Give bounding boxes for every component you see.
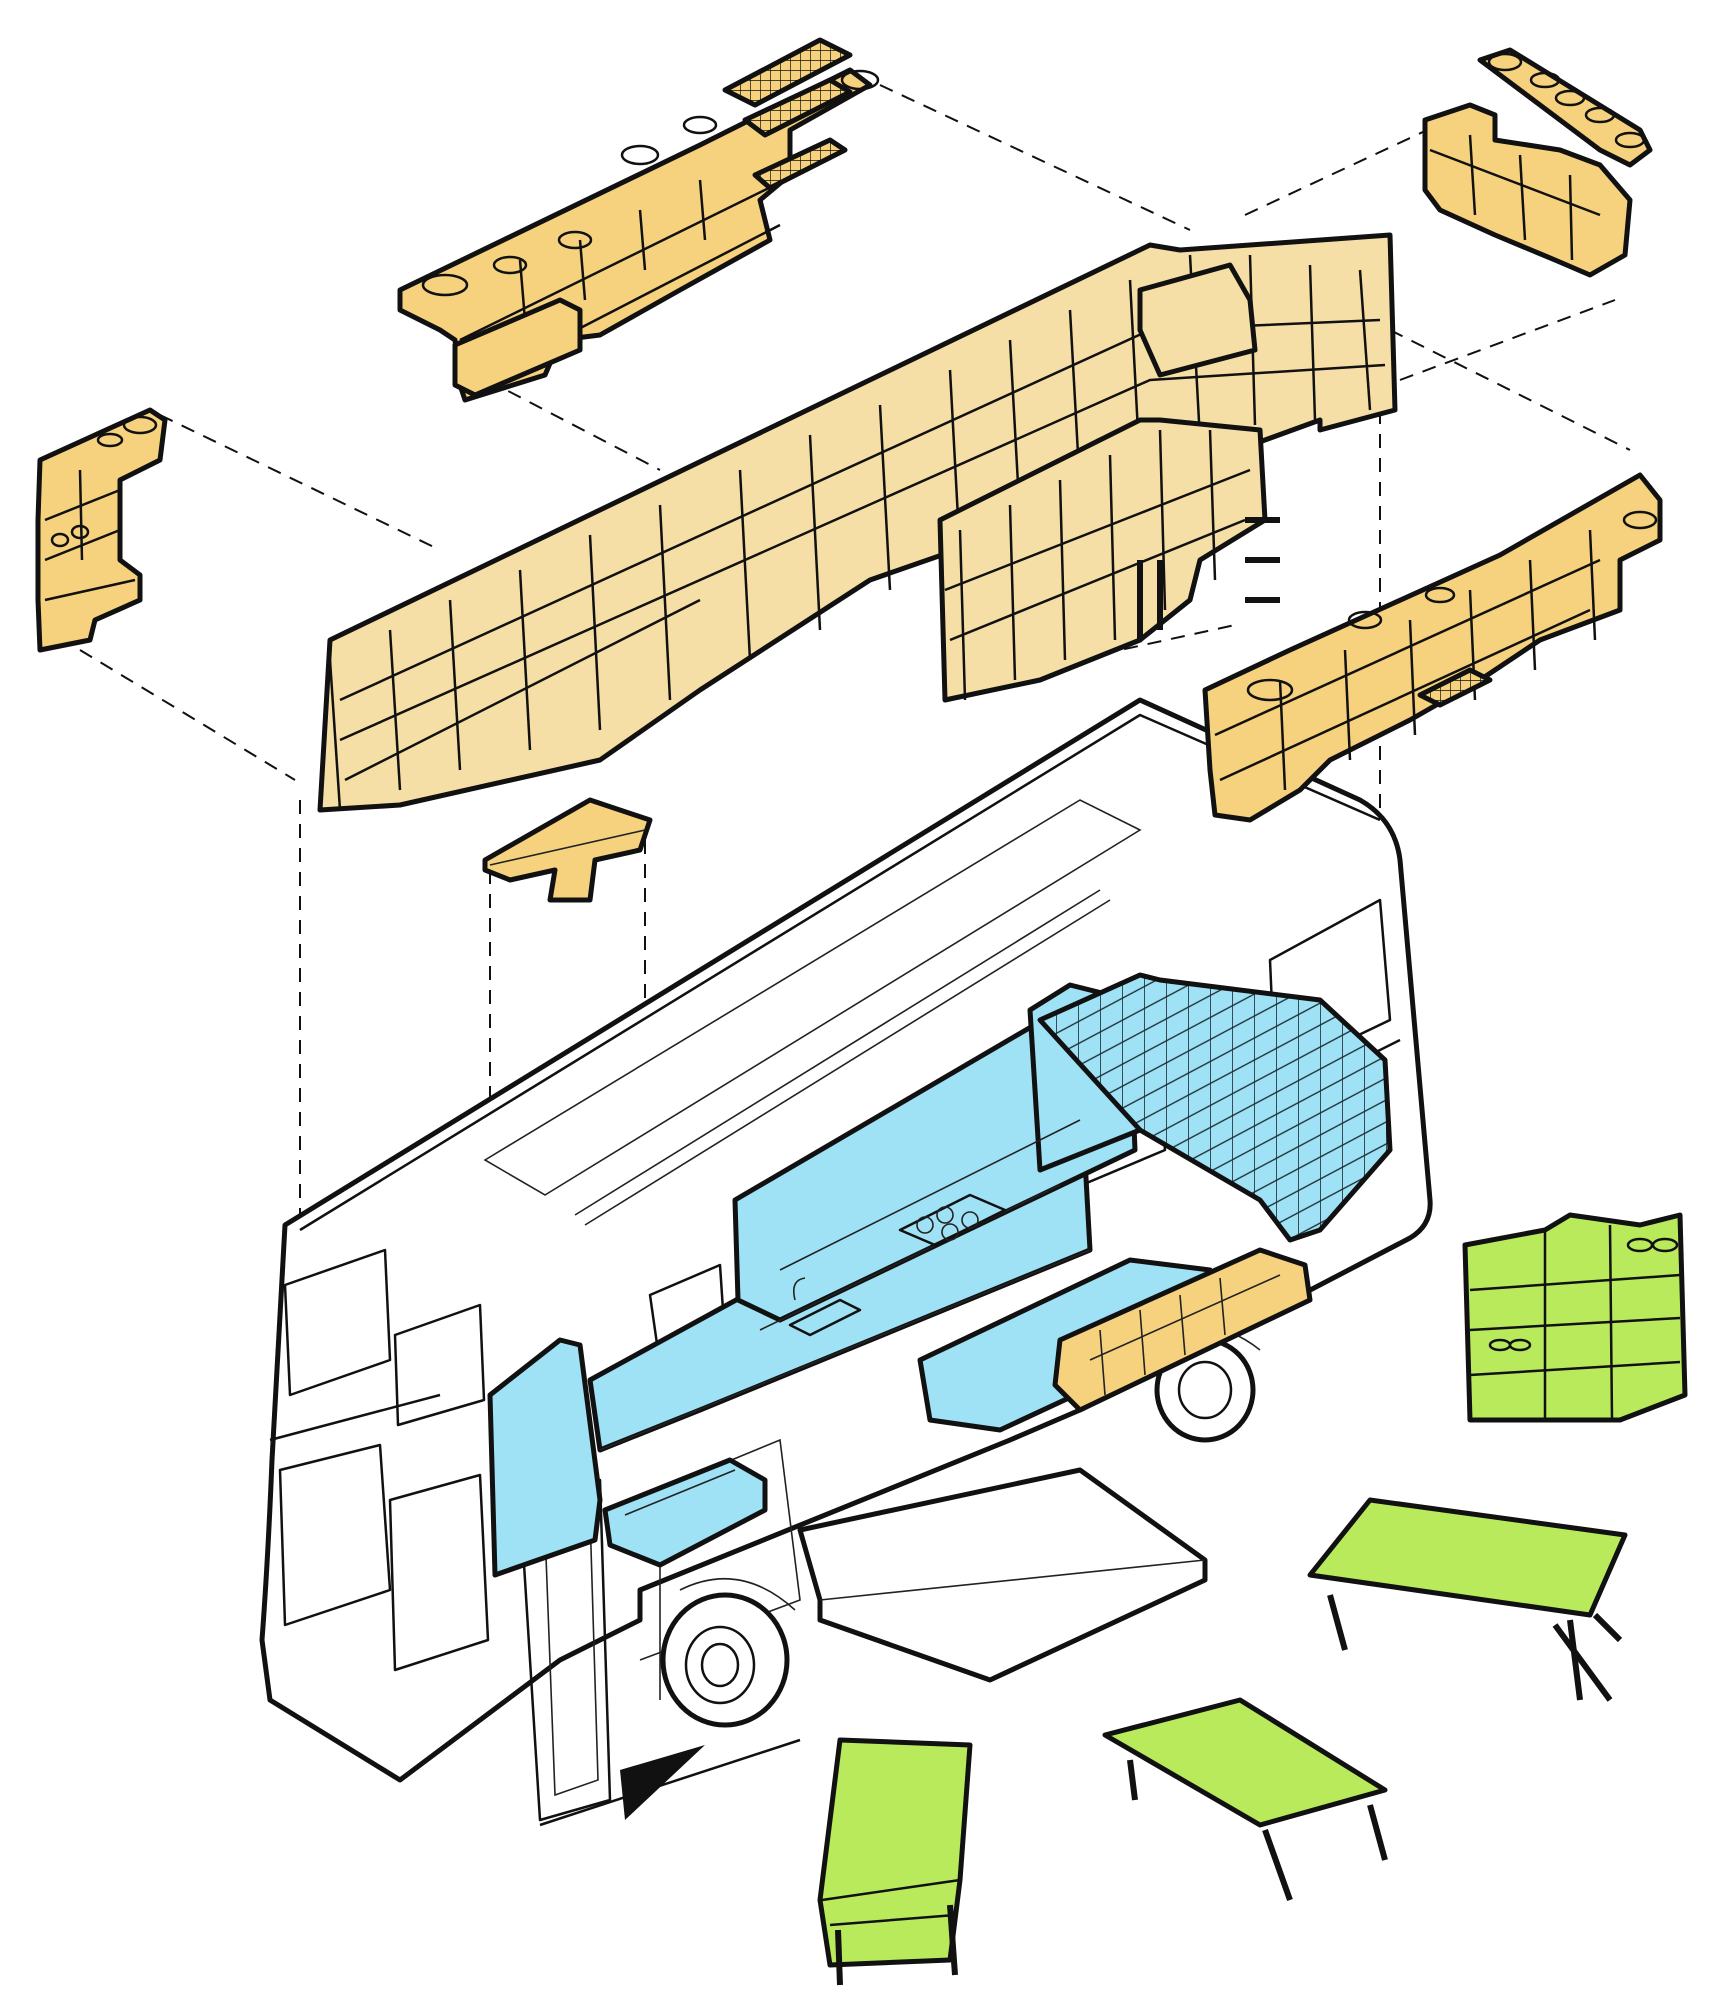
- bench-slats: [1052, 1247, 1313, 1413]
- sink: [788, 1277, 862, 1337]
- green-cabinet: [1462, 1212, 1688, 1423]
- shelf-module-left: [35, 407, 168, 653]
- shelf-module-topright: [1422, 47, 1653, 278]
- rib-frame-rear: [937, 417, 1280, 703]
- bench-module: [482, 797, 653, 903]
- shelf-module-right: [1202, 472, 1663, 823]
- shelf-module-top: [397, 37, 880, 403]
- front-wheel: [660, 1578, 796, 1728]
- green-table: [817, 1497, 1628, 1986]
- hob: [898, 1193, 1007, 1247]
- fold-out-deck: [797, 1467, 1208, 1683]
- direction-marker: [620, 1745, 705, 1820]
